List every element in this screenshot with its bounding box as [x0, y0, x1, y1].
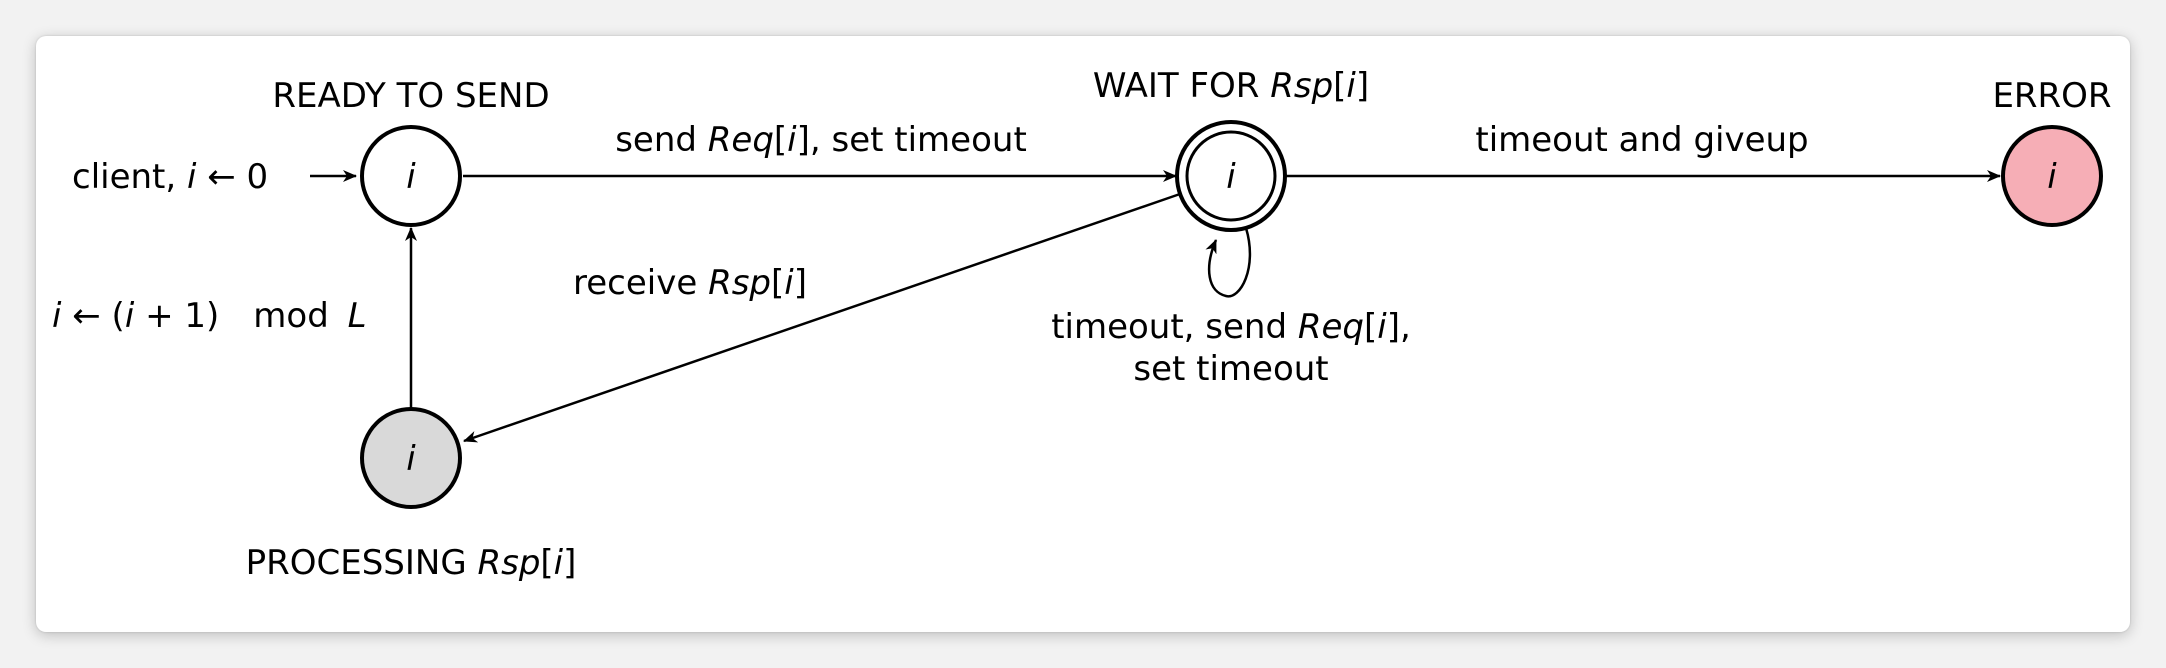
- state-ready-to-send: i: [360, 125, 462, 227]
- state-error-var: i: [2047, 157, 2057, 197]
- label-increment: i ← (i + 1)mod L: [52, 296, 367, 336]
- state-error-title: ERROR: [1992, 76, 2111, 116]
- edge-retry-loop: [1205, 227, 1252, 298]
- label-init: client, i ← 0: [72, 157, 268, 197]
- label-giveup: timeout and giveup: [1475, 120, 1808, 160]
- state-ready-title: READY TO SEND: [272, 76, 549, 116]
- edge-receive: [463, 192, 1181, 443]
- state-ready-var: i: [406, 157, 416, 197]
- state-wait-for-rsp: i: [1175, 120, 1287, 232]
- state-processing: i: [360, 407, 462, 509]
- label-send: send Req[i], set timeout: [615, 120, 1027, 160]
- state-wait-var: i: [1226, 157, 1236, 197]
- state-processing-title: PROCESSING Rsp[i]: [246, 543, 577, 583]
- label-retry-line1: timeout, send Req[i],: [1051, 307, 1411, 347]
- state-processing-var: i: [406, 439, 416, 479]
- state-error: i: [2001, 125, 2103, 227]
- label-retry-line2: set timeout: [1133, 349, 1328, 389]
- label-receive: receive Rsp[i]: [573, 263, 807, 303]
- state-wait-title: WAIT FOR Rsp[i]: [1093, 66, 1369, 106]
